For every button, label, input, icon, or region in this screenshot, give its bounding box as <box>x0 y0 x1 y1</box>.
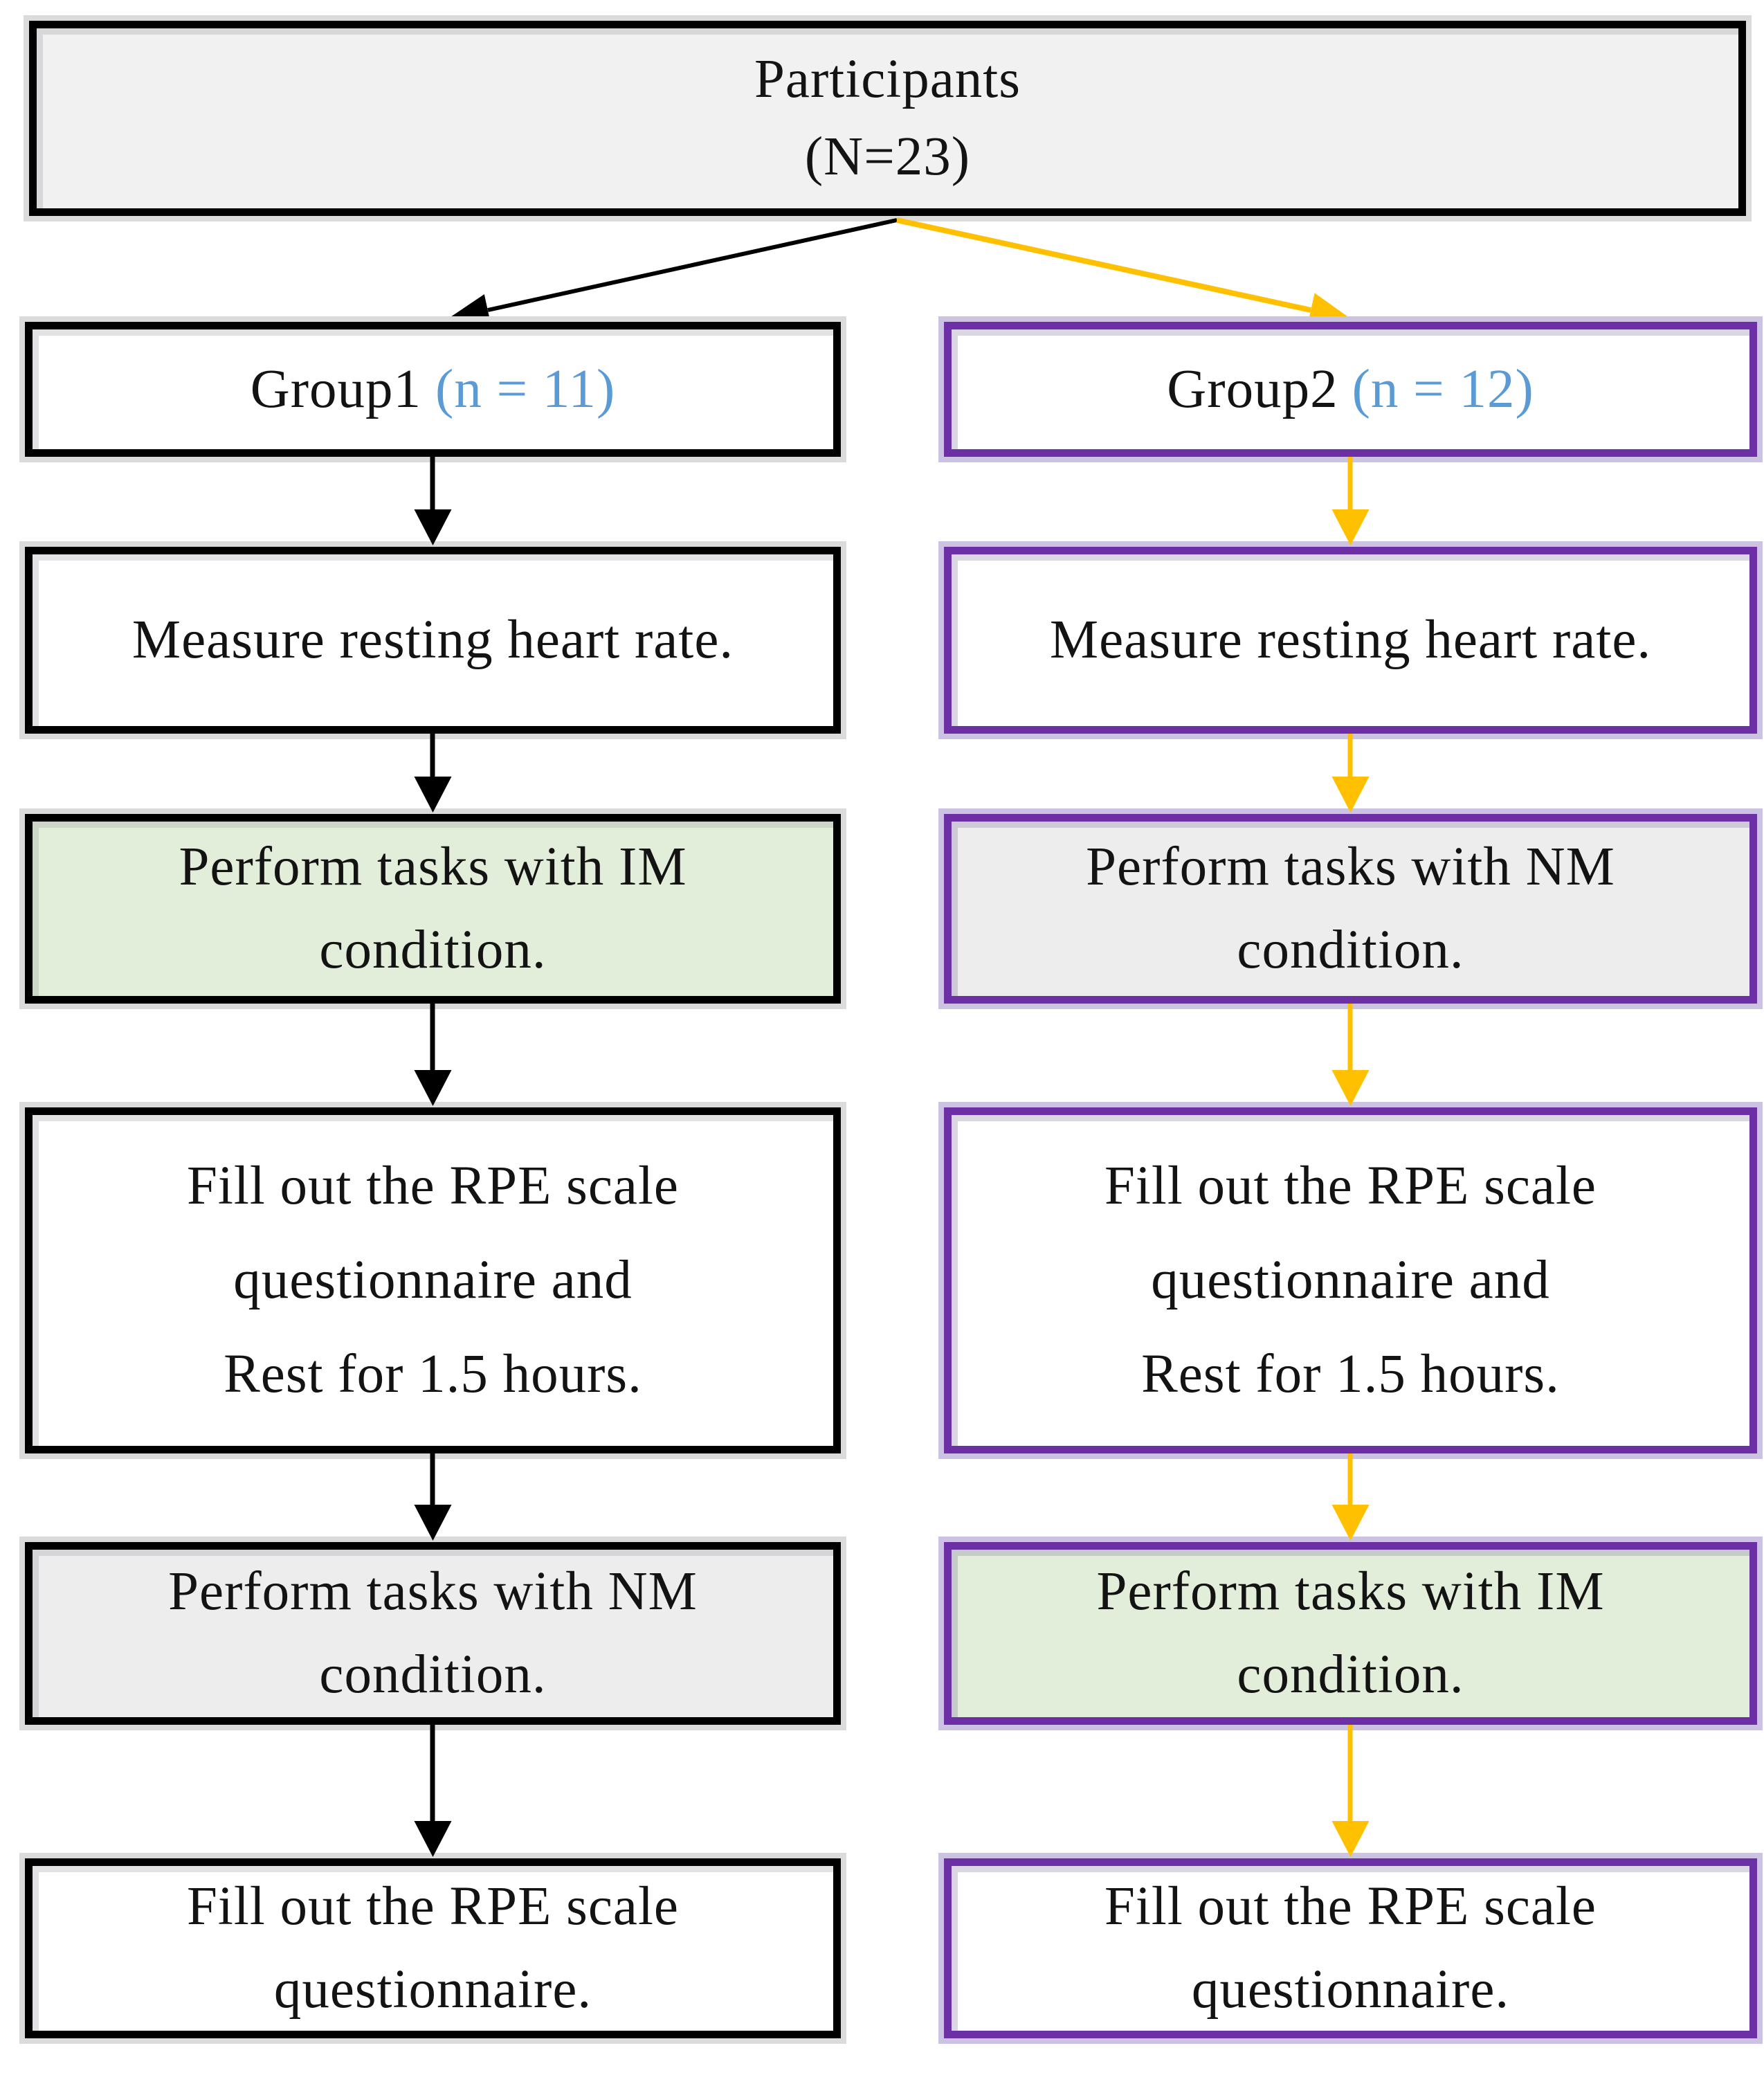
arrow-rest-to-nm-left <box>430 1453 435 1506</box>
arrow-measure-to-nm-right <box>1347 734 1353 778</box>
participants-title: Participants <box>754 49 1021 109</box>
participants-count: (N=23) <box>804 127 971 187</box>
arrow-root-to-group1 <box>448 218 898 326</box>
group2-box: Group2 (n = 12) <box>938 316 1763 462</box>
arrow-im-to-rest-left <box>430 1004 435 1071</box>
group1-label: Group1 <box>250 359 422 419</box>
arrow-group1-to-measure <box>430 457 435 511</box>
arrow-im-to-final-right <box>1347 1725 1353 1822</box>
arrow-nm-to-final-left <box>430 1725 435 1822</box>
measure-heart-rate-box-right: Measure resting heart rate. <box>938 541 1763 739</box>
arrow-rest-to-im-right <box>1347 1453 1353 1506</box>
perform-nm-box-right: Perform tasks with NM condition. <box>938 808 1763 1009</box>
perform-im-box-left: Perform tasks with IM condition. <box>19 808 846 1009</box>
participants-box: Participants (N=23) <box>24 15 1752 221</box>
rpe-rest-box-right: Fill out the RPE scale questionnaire and… <box>938 1102 1763 1459</box>
perform-nm-box-left: Perform tasks with NM condition. <box>19 1537 846 1730</box>
perform-im-box-right: Perform tasks with IM condition. <box>938 1537 1763 1730</box>
rpe-final-box-left: Fill out the RPE scale questionnaire. <box>19 1853 846 2044</box>
group1-box: Group1 (n = 11) <box>19 316 846 462</box>
group2-label: Group2 <box>1167 359 1338 419</box>
group2-n-count: (n = 12) <box>1352 359 1534 419</box>
arrow-root-to-group2 <box>896 217 1350 327</box>
arrow-measure-to-im-left <box>430 734 435 778</box>
measure-heart-rate-box-left: Measure resting heart rate. <box>19 541 846 739</box>
arrow-group2-to-measure <box>1347 457 1353 511</box>
arrow-nm-to-rest-right <box>1347 1004 1353 1071</box>
group1-n-count: (n = 11) <box>435 359 616 419</box>
rpe-rest-box-left: Fill out the RPE scale questionnaire and… <box>19 1102 846 1459</box>
rpe-final-box-right: Fill out the RPE scale questionnaire. <box>938 1853 1763 2044</box>
